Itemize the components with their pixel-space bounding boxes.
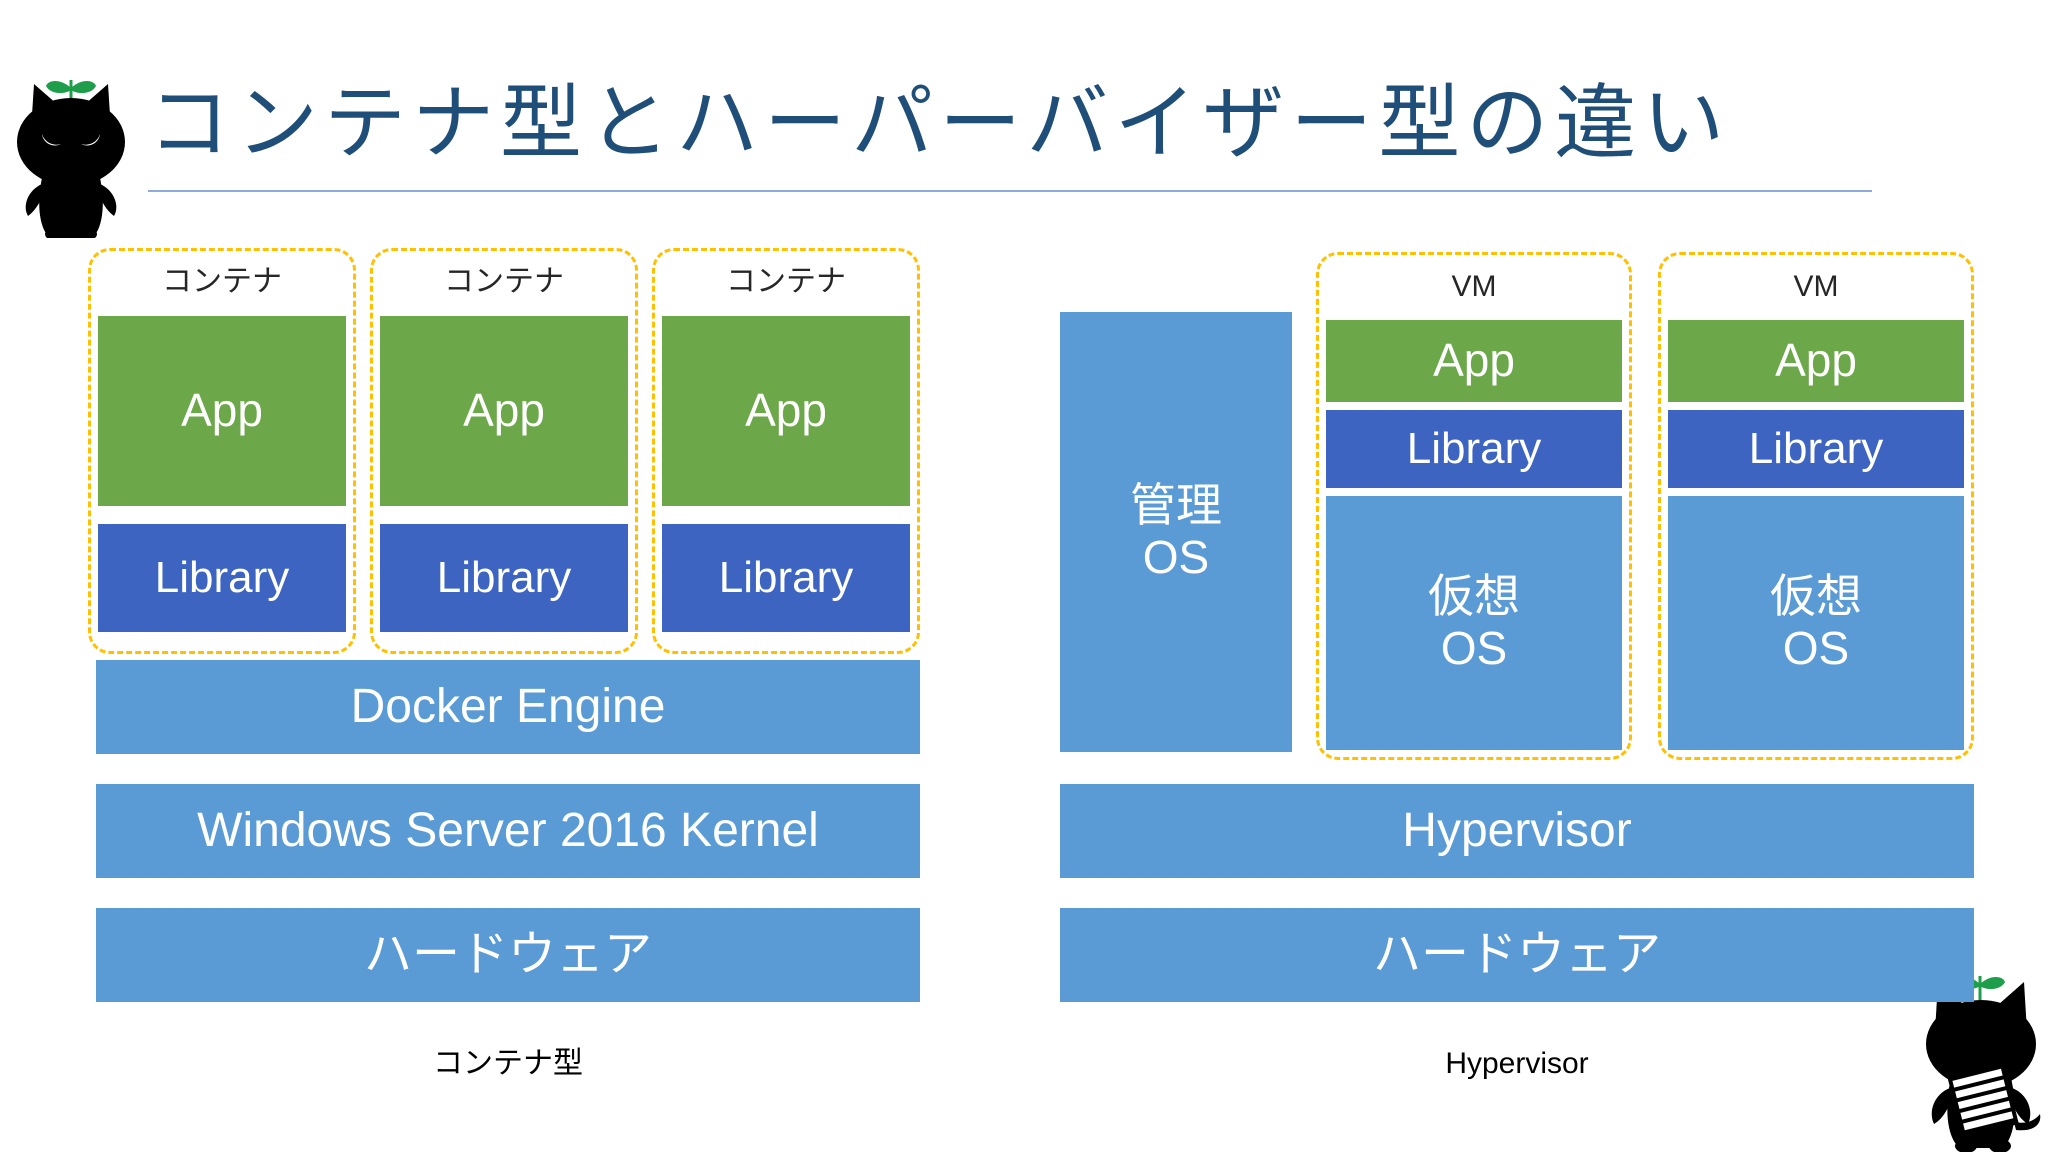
hypervisor-bar: Hypervisor [1060, 784, 1974, 878]
hypervisor-side-caption: Hypervisor [1445, 1047, 1589, 1080]
vm-guest-os-line2-1: OS [1440, 622, 1508, 674]
vm-guest-os-line1-2: 仮想 [1770, 570, 1862, 623]
container-label-3: コンテナ [726, 265, 846, 298]
container-enclosure-2 [370, 248, 638, 654]
title-block: コンテナ型とハーパーバイザー型の違い [148, 72, 1872, 202]
windows-kernel-bar: Windows Server 2016 Kernel [96, 784, 920, 878]
management-os-line2: OS [1142, 531, 1210, 583]
vm-enclosure-2 [1658, 252, 1974, 760]
page-title: コンテナ型とハーパーバイザー型の違い [148, 78, 1731, 169]
container-library-block-1: Library [98, 524, 346, 632]
vm-label-1: VM [1451, 270, 1497, 303]
container-library-block-3: Library [662, 524, 910, 632]
container-library-block-2: Library [380, 524, 628, 632]
hypervisor-hardware-bar: ハードウェア [1060, 908, 1974, 1002]
container-label-1: コンテナ [162, 265, 282, 298]
container-hardware-bar: ハードウェア [96, 908, 920, 1002]
vm-app-block-2: App [1668, 320, 1964, 402]
container-app-block-1: App [98, 316, 346, 506]
container-label-2: コンテナ [444, 265, 564, 298]
vm-app-block-1: App [1326, 320, 1622, 402]
title-underline-rule [148, 190, 1872, 192]
vm-library-block-2: Library [1668, 410, 1964, 488]
vm-guest-os-line2-2: OS [1782, 622, 1850, 674]
management-os-block: 管理 OS [1060, 312, 1292, 752]
vm-guest-os-block-2: 仮想 OS [1668, 496, 1964, 750]
container-enclosure-1 [88, 248, 356, 654]
vm-label-2: VM [1793, 270, 1839, 303]
vm-guest-os-block-1: 仮想 OS [1326, 496, 1622, 750]
container-side-caption: コンテナ型 [433, 1047, 583, 1080]
docker-engine-bar: Docker Engine [96, 660, 920, 754]
black-cat-with-sprout-icon [17, 80, 125, 238]
vm-guest-os-line1-1: 仮想 [1428, 570, 1520, 623]
container-app-block-3: App [662, 316, 910, 506]
vm-library-block-1: Library [1326, 410, 1622, 488]
container-enclosure-3 [652, 248, 920, 654]
management-os-line1: 管理 [1130, 479, 1222, 532]
black-cat-with-keyboard-icon [1926, 976, 2041, 1152]
vm-enclosure-1 [1316, 252, 1632, 760]
container-app-block-2: App [380, 316, 628, 506]
